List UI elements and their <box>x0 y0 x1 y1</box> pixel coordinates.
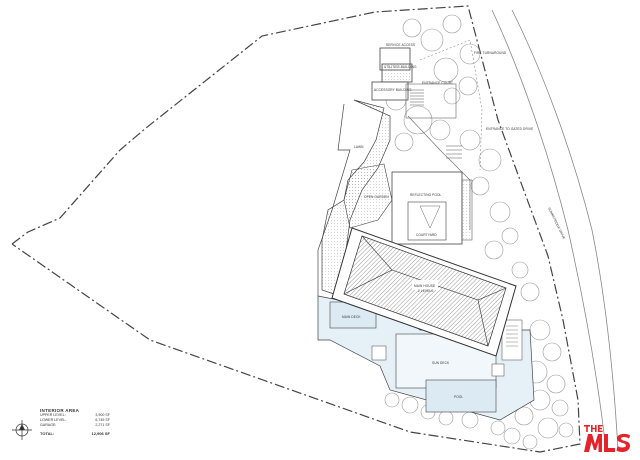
legend-row: LOWER LEVEL: 6,745 SF <box>40 418 110 423</box>
label-entrance-gate: ENTRANCE TO GATED DRIVE <box>486 127 533 131</box>
label-entrance-court: ENTRANCE COURT <box>422 81 453 85</box>
label-pool: POOL <box>454 395 463 399</box>
label-lawn: LAWN <box>354 145 364 149</box>
legend-total-label: TOTAL: <box>40 431 55 436</box>
label-service-access: SERVICE ACCESS <box>386 43 415 47</box>
legend-row-value: 6,745 SF <box>95 418 110 422</box>
legend-row-value: 3,900 SF <box>95 413 110 417</box>
label-open-garden: OPEN GARDEN <box>364 195 389 199</box>
label-reflecting-pool: REFLECTING POOL <box>410 193 442 197</box>
legend-row-label: GARAGE: <box>40 423 57 427</box>
trees-north <box>385 14 540 302</box>
label-accessory-building: ACCESSORY BUILDING <box>374 88 412 92</box>
area-legend: INTERIOR AREA UPPER LEVEL: 3,900 SF LOWE… <box>40 408 110 436</box>
legend-total: TOTAL: 12,906 SF <box>40 431 110 436</box>
label-courtyard: COURTYARD <box>416 233 437 237</box>
legend-total-value: 12,906 SF <box>91 431 110 436</box>
label-main-deck: MAIN DECK <box>342 315 361 319</box>
label-main-house-sub: 2 LEVELS <box>418 289 434 293</box>
label-main-house: MAIN HOUSE <box>414 284 435 288</box>
road-edge-right <box>511 9 619 451</box>
label-utility-building: UTILITIES BUILDING <box>384 65 417 69</box>
legend-row-value: 2,271 SF <box>95 423 110 427</box>
mls-logo <box>584 425 630 452</box>
property-boundary <box>11 5 581 453</box>
label-sun-deck: SUN DECK <box>432 361 450 365</box>
north-arrow-icon <box>12 420 32 440</box>
legend-title: INTERIOR AREA <box>40 408 80 413</box>
legend-row: GARAGE: 2,271 SF <box>40 423 110 428</box>
legend-row: UPPER LEVEL: 3,900 SF <box>40 413 110 418</box>
trees-south <box>384 319 574 450</box>
legend-row-label: UPPER LEVEL: <box>40 413 66 417</box>
road-edge-left <box>491 9 607 451</box>
legend-row-label: LOWER LEVEL: <box>40 418 67 422</box>
label-fire-turnaround: FIRE TURNAROUND <box>474 51 507 55</box>
